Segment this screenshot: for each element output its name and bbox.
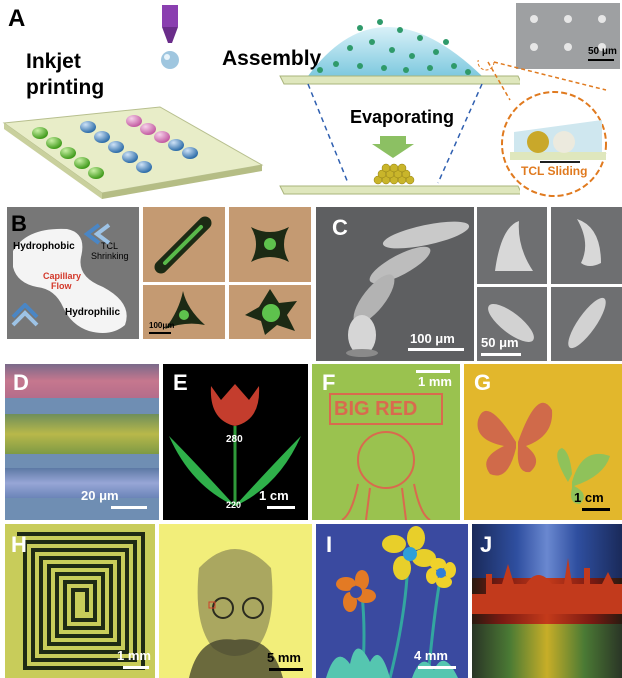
panel-h-right-scale-text: 5 mm bbox=[267, 650, 301, 665]
substrate-drops bbox=[2, 106, 264, 199]
sem-dots bbox=[530, 15, 606, 51]
chevron-arrows-icon bbox=[83, 223, 111, 245]
inkjet-label: Inkjet bbox=[26, 50, 81, 73]
panel-g-scale-bar bbox=[582, 508, 610, 511]
tcl-label: TCL bbox=[101, 241, 119, 251]
stripe-blue bbox=[5, 468, 159, 498]
stripe-green bbox=[5, 414, 159, 454]
panel-e-label: E bbox=[173, 370, 188, 395]
panel-i-scale-text: 4 mm bbox=[414, 648, 448, 663]
panel-c-tile-2 bbox=[551, 207, 622, 284]
panel-a: A Inkjet printing bbox=[0, 0, 622, 205]
hydrophobic-label: Hydrophobic bbox=[13, 241, 75, 252]
panel-h-portrait: 5 mm bbox=[159, 524, 312, 678]
spiral-pattern bbox=[17, 532, 145, 670]
panel-d-scale-bar bbox=[111, 506, 147, 509]
panel-c-tile-1 bbox=[477, 207, 547, 284]
mascot-pattern bbox=[329, 393, 443, 520]
panel-f-scale-bar bbox=[416, 370, 450, 373]
panel-g-label: G bbox=[474, 370, 492, 395]
hydrophilic-label: Hydrophilic bbox=[65, 307, 121, 318]
panel-b-scale-text: 100μm bbox=[149, 321, 175, 330]
star-pattern bbox=[229, 285, 311, 339]
panel-h-spiral: H 1 mm bbox=[5, 524, 155, 678]
shrinking-label: Shrinking bbox=[91, 251, 129, 261]
big-red-text: BIG RED bbox=[334, 398, 418, 420]
panel-a-label: A bbox=[8, 5, 26, 32]
panel-g-scale-text: 1 cm bbox=[574, 490, 604, 505]
nozzle-icon bbox=[161, 5, 179, 69]
chevron-arrows-icon bbox=[11, 303, 39, 327]
panel-c-label: C bbox=[332, 215, 348, 240]
panel-c-tile-4 bbox=[551, 287, 622, 361]
panel-i: I 4 mm bbox=[316, 524, 468, 678]
panel-g: G 1 cm bbox=[464, 364, 622, 520]
panel-j-label: J bbox=[480, 532, 493, 557]
tulip-pattern bbox=[169, 384, 301, 506]
panel-b: B Hydrophobic TCL Shrinking Capillary Fl… bbox=[7, 207, 139, 339]
skyline-pattern bbox=[472, 558, 622, 614]
panel-e-scale-bar bbox=[267, 506, 295, 509]
panel-h-right-scale-bar bbox=[269, 668, 303, 671]
panel-d: D 20 μm bbox=[5, 364, 159, 520]
butterfly-pattern bbox=[477, 402, 610, 504]
portrait-pattern bbox=[189, 549, 283, 678]
panel-d-label: D bbox=[13, 370, 29, 395]
panel-c-tile-3: 50 μm bbox=[477, 287, 547, 361]
can-bottom-band bbox=[472, 624, 622, 678]
panel-c-scale-text: 100 μm bbox=[410, 331, 455, 346]
panel-c-main: C 100 μm bbox=[316, 207, 474, 361]
sem-scale-text: 50 μm bbox=[588, 46, 617, 57]
tcl-sliding-label: TCL Sliding bbox=[521, 164, 588, 178]
panel-i-scale-bar bbox=[418, 666, 456, 669]
can-top bbox=[472, 524, 622, 578]
panel-e-scale-text: 1 cm bbox=[259, 488, 289, 503]
sem-scale-bar bbox=[588, 59, 614, 61]
panel-b-label: B bbox=[11, 211, 27, 236]
capillary-label: Capillary bbox=[43, 271, 82, 281]
panel-f: F BIG RED 1 mm bbox=[312, 364, 460, 520]
sem-microstructures bbox=[346, 221, 470, 357]
droplet-dome bbox=[279, 19, 520, 195]
cross-pattern bbox=[229, 207, 311, 282]
panel-h-left-scale-bar bbox=[123, 666, 149, 669]
panel-h-left-scale-text: 1 mm bbox=[117, 648, 151, 663]
panel-i-label: I bbox=[326, 532, 333, 557]
evaporating-label: Evaporating bbox=[350, 107, 455, 127]
tulip-number-top: 280 bbox=[226, 434, 243, 445]
tulip-number-bottom: 220 bbox=[226, 500, 242, 510]
panel-e: E 280 220 1 cm bbox=[163, 364, 308, 520]
panel-f-label: F bbox=[322, 370, 336, 395]
panel-f-scale-text: 1 mm bbox=[418, 374, 452, 389]
panel-c-small-scale-text: 50 μm bbox=[481, 335, 519, 350]
stripe-pattern bbox=[143, 207, 225, 282]
tcl-zoom-circle bbox=[477, 60, 607, 197]
tri-pattern: 100μm bbox=[143, 285, 225, 339]
flowers-pattern bbox=[326, 526, 458, 678]
panel-c-scale-bar bbox=[408, 348, 464, 351]
panel-h-label: H bbox=[11, 532, 27, 557]
panel-d-scale-text: 20 μm bbox=[81, 488, 119, 503]
panel-b-scale-bar bbox=[149, 332, 171, 334]
flow-label: Flow bbox=[51, 281, 72, 291]
sem-inset: 50 μm bbox=[516, 3, 620, 69]
panel-c-small-scale-bar bbox=[481, 353, 521, 356]
assembly-label: Assembly bbox=[222, 47, 322, 70]
printing-label: printing bbox=[26, 76, 105, 99]
panel-j: J bbox=[472, 524, 622, 678]
stripe-red bbox=[5, 364, 159, 398]
